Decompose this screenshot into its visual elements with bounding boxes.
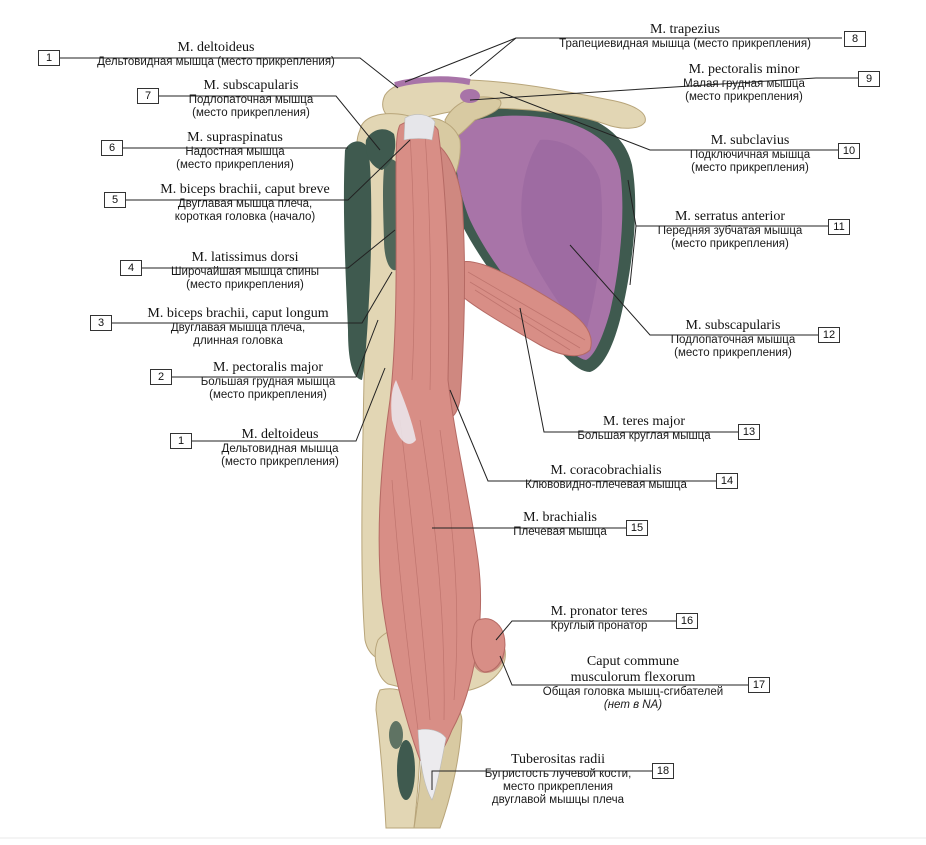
label-number-1-top: 1: [38, 50, 60, 66]
label-biceps-caput-longum: M. biceps brachii, caput longum Двуглава…: [147, 306, 329, 347]
label-number-15: 15: [626, 520, 648, 536]
leader-lines: [60, 37, 858, 790]
label-m-supraspinatus: M. supraspinatus Надостная мышца (место …: [176, 130, 294, 171]
label-m-brachialis: M. brachialis Плечевая мышца: [513, 510, 607, 538]
label-number-8: 8: [844, 31, 866, 47]
label-tuberositas-radii: Tuberositas radii Бугристость лучевой ко…: [484, 752, 632, 806]
label-number-2: 2: [150, 369, 172, 385]
label-m-latissimus-dorsi: M. latissimus dorsi Широчайшая мышца спи…: [171, 250, 319, 291]
label-caput-commune: Caput commune musculorum flexorum Общая …: [542, 654, 724, 711]
label-number-18: 18: [652, 763, 674, 779]
label-m-subclavius: M. subclavius Подключичная мышца (место …: [689, 133, 811, 174]
label-number-1-bottom: 1: [170, 433, 192, 449]
label-number-5: 5: [104, 192, 126, 208]
label-number-3: 3: [90, 315, 112, 331]
label-number-16: 16: [676, 613, 698, 629]
label-m-deltoideus-bottom: M. deltoideus Дельтовидная мышца (место …: [221, 427, 339, 468]
label-m-trapezius: M. trapezius Трапециевидная мышца (место…: [559, 22, 811, 50]
label-m-pectoralis-major: M. pectoralis major Большая грудная мышц…: [200, 360, 336, 401]
label-number-4: 4: [120, 260, 142, 276]
biceps-brachialis: [378, 114, 481, 801]
label-m-teres-major: M. teres major Большая круглая мышца: [577, 414, 711, 442]
label-m-serratus-anterior: M. serratus anterior Передняя зубчатая м…: [657, 209, 803, 250]
label-m-coracobrachialis: M. coracobrachialis Клювовидно-плечевая …: [525, 463, 687, 491]
label-m-deltoideus-top: M. deltoideus Дельтовидная мышца (место …: [97, 40, 335, 68]
label-m-pronator-teres: M. pronator teres Круглый пронатор: [550, 604, 648, 632]
label-biceps-caput-breve: M. biceps brachii, caput breve Двуглавая…: [160, 182, 330, 223]
label-number-12: 12: [818, 327, 840, 343]
label-number-17: 17: [748, 677, 770, 693]
label-number-13: 13: [738, 424, 760, 440]
label-number-14: 14: [716, 473, 738, 489]
label-number-6: 6: [101, 140, 123, 156]
scapula: [382, 76, 646, 373]
label-m-subscapularis-left: M. subscapularis Подлопаточная мышца (ме…: [188, 78, 314, 119]
label-number-7: 7: [137, 88, 159, 104]
label-m-pectoralis-minor: M. pectoralis minor Малая грудная мышца …: [683, 62, 805, 103]
label-number-9: 9: [858, 71, 880, 87]
label-m-subscapularis-right: M. subscapularis Подлопаточная мышца (ме…: [670, 318, 796, 359]
pronator-teres: [471, 618, 506, 673]
label-number-10: 10: [838, 143, 860, 159]
label-number-11: 11: [828, 219, 850, 235]
